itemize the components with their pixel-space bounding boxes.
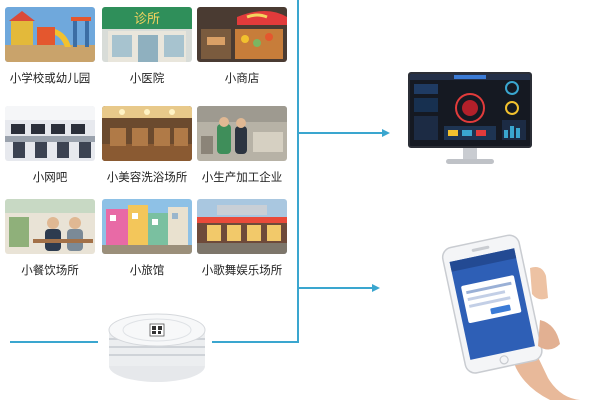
gas-detector-device xyxy=(106,298,208,390)
connector-left-segment xyxy=(10,341,98,343)
clinic-photo: 诊所 xyxy=(102,7,192,62)
monitor-screen xyxy=(408,72,532,148)
arrow-to-monitor xyxy=(382,129,390,137)
dashboard-monitor xyxy=(408,72,532,168)
shop-photo xyxy=(197,7,287,62)
monitor-stand xyxy=(446,159,494,164)
spa-photo xyxy=(102,106,192,161)
arrow-to-phone xyxy=(372,284,380,292)
venue-label-school: 小学校或幼儿园 xyxy=(9,71,91,85)
venue-label-factory: 小生产加工企业 xyxy=(201,170,283,184)
venue-label-spa: 小美容洗浴场所 xyxy=(106,170,188,184)
venue-label-ktv: 小歌舞娱乐场所 xyxy=(201,263,283,277)
vertical-connector-line xyxy=(297,0,299,341)
smartphone-in-hand xyxy=(430,228,595,400)
venue-label-restaurant: 小餐饮场所 xyxy=(21,263,79,277)
hotel-photo xyxy=(102,199,192,254)
restaurant-photo xyxy=(5,199,95,254)
playground-photo xyxy=(5,7,95,62)
venue-label-internet-cafe: 小网吧 xyxy=(32,170,68,184)
clinic-sign-text: 诊所 xyxy=(134,12,160,27)
ktv-photo xyxy=(197,199,287,254)
factory-photo xyxy=(197,106,287,161)
venue-label-hotel: 小旅馆 xyxy=(129,263,165,277)
connector-right-segment xyxy=(212,341,299,343)
connector-to-phone xyxy=(299,287,373,289)
monitor-neck xyxy=(463,148,477,160)
venue-label-clinic: 小医院 xyxy=(129,71,165,85)
connector-to-monitor xyxy=(299,132,383,134)
venue-label-shop: 小商店 xyxy=(224,71,260,85)
internet-cafe-photo xyxy=(5,106,95,161)
